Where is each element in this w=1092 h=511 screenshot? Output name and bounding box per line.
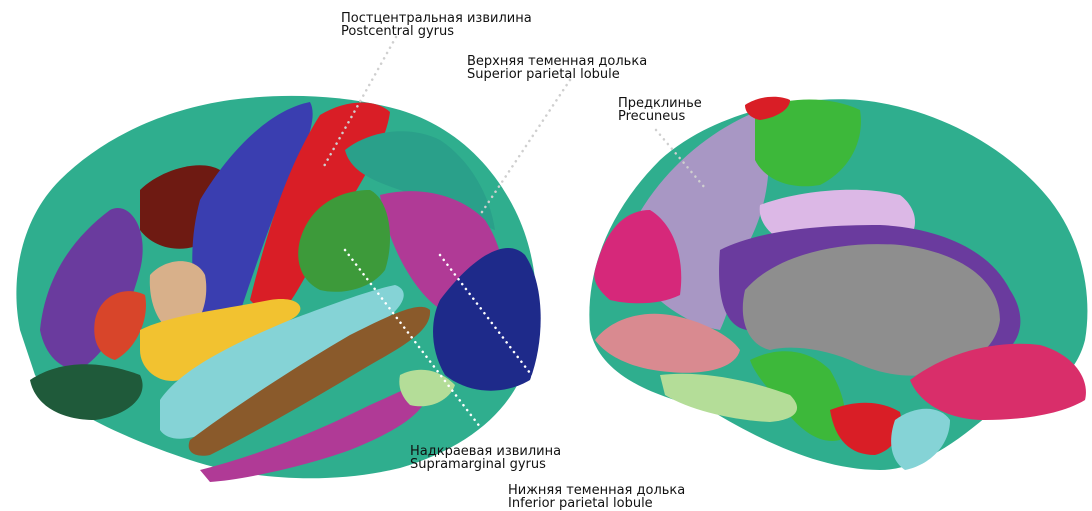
medial-cyan xyxy=(891,409,950,470)
label-supramarginal: Надкраевая извилина Supramarginal gyrus xyxy=(410,445,561,471)
lateral-hemisphere xyxy=(16,96,540,482)
label-inferior-parietal: Нижняя теменная долька Inferior parietal… xyxy=(508,484,685,510)
label-superior-parietal: Верхняя теменная долька Superior parieta… xyxy=(467,55,647,81)
medial-hemisphere xyxy=(589,97,1087,470)
label-postcentral-en: Postcentral gyrus xyxy=(341,25,532,38)
label-superior-parietal-en: Superior parietal lobule xyxy=(467,68,647,81)
label-precuneus: Предклинье Precuneus xyxy=(618,97,702,123)
label-precuneus-en: Precuneus xyxy=(618,110,702,123)
label-postcentral: Постцентральная извилина Postcentral gyr… xyxy=(341,12,532,38)
label-supramarginal-en: Supramarginal gyrus xyxy=(410,458,561,471)
label-inferior-parietal-en: Inferior parietal lobule xyxy=(508,497,685,510)
